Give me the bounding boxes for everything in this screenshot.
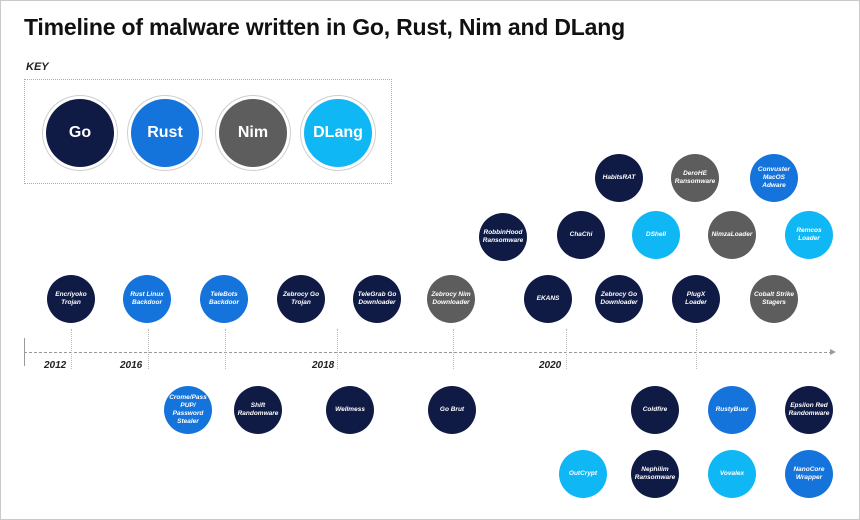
key-label: KEY <box>26 61 49 73</box>
node-derohe-ransomware: DeroHE Ransomware <box>671 154 719 202</box>
axis-arrow-icon <box>830 349 836 355</box>
node-plugx-loader: PlugX Loader <box>672 275 720 323</box>
node-nimzaloader: NimzaLoader <box>708 211 756 259</box>
key-rust: Rust <box>131 99 199 167</box>
year-label-2020: 2020 <box>539 360 562 371</box>
node-habitsrat: HabitsRAT <box>595 154 643 202</box>
node-epsilon-red-randomware: Epsilon Red Randomware <box>785 386 833 434</box>
node-shift-randomware: Shift Randomware <box>234 386 282 434</box>
node-remcos-loader: Remcos Loader <box>785 211 833 259</box>
node-encriyoko-trojan: Encriyoko Trojan <box>47 275 95 323</box>
node-zebrocy-go-trojan: Zebrocy Go Trojan <box>277 275 325 323</box>
axis-tick <box>696 329 697 369</box>
node-nanocore-wrapper: NanoCore Wrapper <box>785 450 833 498</box>
node-cromepass-pup-stealer: Crome/Pass PUP/ Password Stealer <box>164 386 212 434</box>
node-convuster-macos-adware: Convuster MacOS Adware <box>750 154 798 202</box>
year-label-2012: 2012 <box>44 360 67 371</box>
node-outcrypt: OutCrypt <box>559 450 607 498</box>
node-wellmess: Wellmess <box>326 386 374 434</box>
node-coldfire: Coldfire <box>631 386 679 434</box>
node-rustybuer: RustyBuer <box>708 386 756 434</box>
node-ekans: EKANS <box>524 275 572 323</box>
axis-tick <box>566 329 567 369</box>
key-nim: Nim <box>219 99 287 167</box>
timeline-axis <box>24 352 832 353</box>
node-robbinhood-ransomware: RobbinHood Ransomware <box>479 213 527 261</box>
diagram-title: Timeline of malware written in Go, Rust,… <box>24 14 625 40</box>
key-go: Go <box>46 99 114 167</box>
axis-tick <box>337 329 338 369</box>
axis-tick <box>148 329 149 369</box>
node-chachi: ChaChi <box>557 211 605 259</box>
node-telegrab-go-downloader: TeleGrab Go Downloader <box>353 275 401 323</box>
key-box <box>24 79 392 184</box>
node-nephilim-ransomware: Nephilim Ransomware <box>631 450 679 498</box>
node-vovalex: Vovalex <box>708 450 756 498</box>
node-zebrocy-nim-downloader: Zebrocy Nim Downloader <box>427 275 475 323</box>
node-dshell: DShell <box>632 211 680 259</box>
node-zebrocy-go-downloader: Zebrocy Go Downloader <box>595 275 643 323</box>
axis-tick <box>225 329 226 369</box>
node-telebots-backdoor: TeleBots Backdoor <box>200 275 248 323</box>
axis-tick <box>453 329 454 369</box>
node-cobalt-strike-stagers: Cobalt Strike Stagers <box>750 275 798 323</box>
year-label-2018: 2018 <box>312 360 335 371</box>
node-go-brut: Go Brut <box>428 386 476 434</box>
axis-tick <box>71 329 72 369</box>
year-label-2016: 2016 <box>120 360 143 371</box>
key-dlang: DLang <box>304 99 372 167</box>
node-rust-linux-backdoor: Rust Linux Backdoor <box>123 275 171 323</box>
